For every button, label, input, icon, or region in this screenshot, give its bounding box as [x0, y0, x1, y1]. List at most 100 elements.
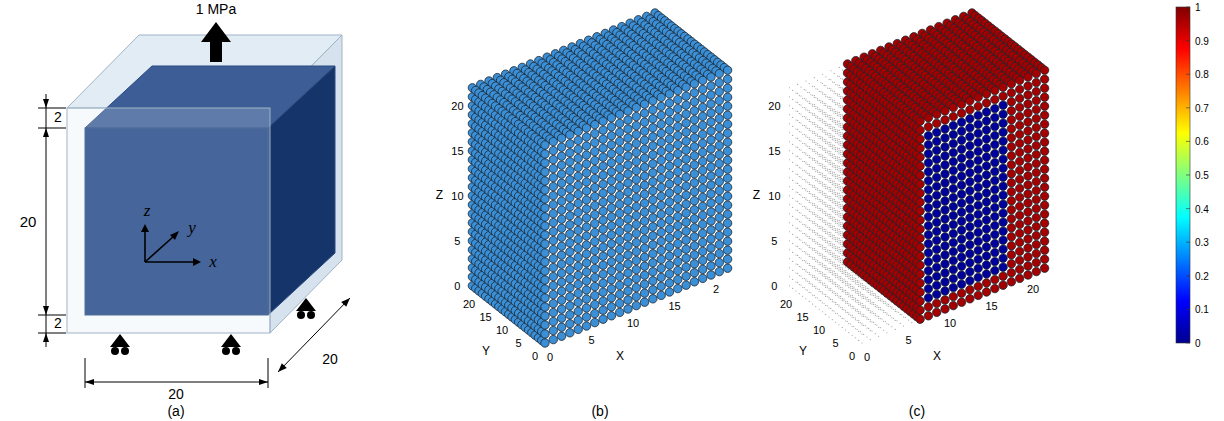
- sphere-point: [682, 263, 690, 271]
- sphere-point: [657, 219, 665, 227]
- sphere-point: [582, 151, 590, 159]
- sphere-point: [657, 228, 665, 236]
- sphere-point: [541, 141, 549, 149]
- sphere-point: [1040, 183, 1048, 191]
- sphere-point: [541, 294, 549, 302]
- sphere-point: [649, 286, 657, 294]
- sphere-point: [557, 188, 565, 196]
- sphere-point: [607, 204, 615, 212]
- sphere-point: [1032, 267, 1040, 275]
- sphere-point: [682, 155, 690, 163]
- sphere-point: [982, 279, 990, 287]
- sphere-point: [549, 281, 557, 289]
- sphere-point: [657, 282, 665, 290]
- sphere-point: [665, 171, 673, 179]
- sphere-point: [665, 90, 673, 98]
- sphere-point: [674, 185, 682, 193]
- sphere-point: [649, 196, 657, 204]
- sphere-point: [624, 152, 632, 160]
- sphere-point: [699, 139, 707, 147]
- sphere-point: [640, 217, 648, 225]
- sphere-point: [665, 135, 673, 143]
- sphere-point: [649, 277, 657, 285]
- sphere-point: [690, 269, 698, 277]
- sphere-point: [933, 299, 941, 307]
- sphere-point: [624, 287, 632, 295]
- sphere-point: [723, 255, 731, 263]
- sphere-point: [1024, 208, 1032, 216]
- sphere-point: [599, 180, 607, 188]
- sphere-point: [690, 152, 698, 160]
- sphere-point: [649, 214, 657, 222]
- sphere-point: [682, 101, 690, 109]
- sphere-point: [649, 178, 657, 186]
- sphere-point: [682, 137, 690, 145]
- sphere-point: [674, 131, 682, 139]
- sphere-point: [599, 216, 607, 224]
- sphere-point: [607, 150, 615, 158]
- sphere-point: [690, 116, 698, 124]
- sphere-point: [949, 283, 957, 291]
- sphere-point: [723, 264, 731, 272]
- sphere-point: [999, 263, 1007, 271]
- sphere-point: [1024, 217, 1032, 225]
- sphere-point: [541, 330, 549, 338]
- sphere-point: [541, 150, 549, 158]
- sphere-point: [699, 238, 707, 246]
- sphere-point: [541, 249, 549, 257]
- sphere-point: [690, 170, 698, 178]
- sphere-point: [616, 218, 624, 226]
- sphere-point: [723, 156, 731, 164]
- sphere-point: [632, 265, 640, 273]
- sphere-point: [632, 247, 640, 255]
- sphere-point: [723, 165, 731, 173]
- sphere-point: [541, 303, 549, 311]
- sphere-point: [957, 289, 965, 297]
- sphere-point: [616, 173, 624, 181]
- sphere-point: [566, 248, 574, 256]
- sphere-point: [640, 136, 648, 144]
- sphere-point: [690, 179, 698, 187]
- sphere-point: [999, 209, 1007, 217]
- sphere-point: [723, 138, 731, 146]
- sphere-point: [607, 168, 615, 176]
- sphere-point: [557, 269, 565, 277]
- sphere-point: [566, 230, 574, 238]
- sphere-point: [640, 109, 648, 117]
- sphere-point: [1007, 242, 1015, 250]
- sphere-point: [557, 296, 565, 304]
- sphere-point: [566, 212, 574, 220]
- sphere-point: [707, 127, 715, 135]
- sphere-point: [574, 253, 582, 261]
- sphere-point: [699, 265, 707, 273]
- sphere-point: [591, 129, 599, 137]
- sphere-point: [549, 263, 557, 271]
- sphere-point: [657, 291, 665, 299]
- sphere-point: [640, 163, 648, 171]
- sphere-point: [657, 156, 665, 164]
- sphere-point: [591, 174, 599, 182]
- sphere-point: [690, 233, 698, 241]
- sphere-point: [591, 120, 599, 128]
- sphere-point: [607, 249, 615, 257]
- sphere-point: [607, 159, 615, 167]
- sphere-point: [974, 264, 982, 272]
- sphere-point: [941, 296, 949, 304]
- sphere-point: [640, 199, 648, 207]
- sphere-point: [616, 155, 624, 163]
- sphere-point: [665, 252, 673, 260]
- sphere-point: [674, 95, 682, 103]
- sphere-point: [599, 126, 607, 134]
- sphere-point: [624, 260, 632, 268]
- sphere-point: [607, 312, 615, 320]
- sphere-point: [566, 284, 574, 292]
- sphere-point: [640, 118, 648, 126]
- sphere-point: [616, 146, 624, 154]
- sphere-point: [707, 154, 715, 162]
- sphere-point: [549, 164, 557, 172]
- sphere-point: [657, 174, 665, 182]
- sphere-point: [674, 266, 682, 274]
- sphere-point: [607, 276, 615, 284]
- sphere-point: [632, 238, 640, 246]
